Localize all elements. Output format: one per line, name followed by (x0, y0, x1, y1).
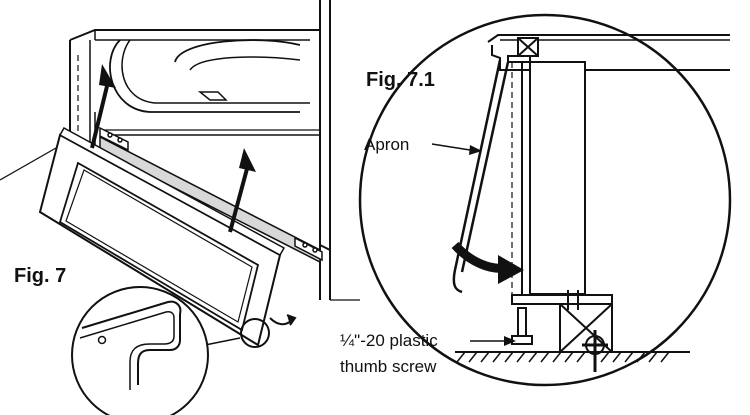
fig-7-1-detail (358, 13, 732, 387)
apron-leader (431, 143, 482, 155)
tilt-arrow (269, 314, 297, 326)
swing-arrow (451, 241, 524, 284)
fig-7-1-label: Fig. 7.1 (366, 69, 435, 91)
lift-arrow-right (228, 148, 256, 233)
mounting-clip-right (294, 236, 323, 262)
lift-arrow-left (90, 64, 116, 149)
screw-callout-line2: thumb screw (340, 357, 437, 376)
apron-callout: Apron (364, 135, 409, 154)
screw-callout-line1: ¼"-20 plastic (340, 331, 438, 350)
corner-detail-callout (204, 318, 270, 348)
floor-hatch (455, 351, 690, 363)
mounting-clip-left (99, 126, 129, 152)
screw-leader (470, 336, 516, 346)
corner-magnified-detail (71, 286, 209, 415)
fig-7-label: Fig. 7 (14, 265, 66, 287)
thumb-screw (511, 307, 533, 345)
